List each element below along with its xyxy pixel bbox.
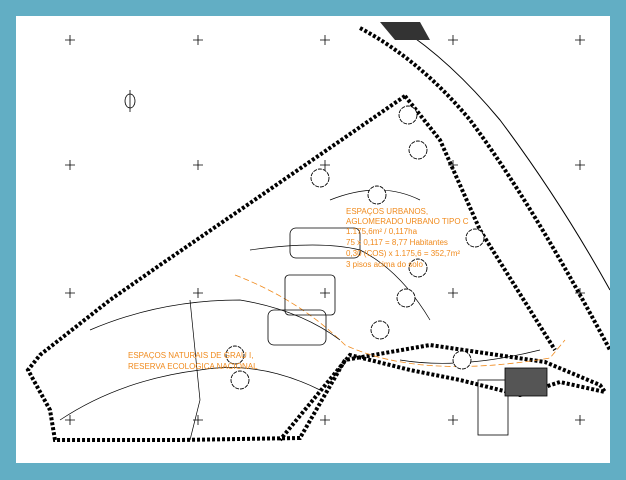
- grid-cross: [193, 35, 203, 45]
- tree-icon: [230, 370, 250, 390]
- north-arrow-icon: [124, 90, 136, 112]
- tree-icon: [408, 258, 428, 278]
- tree-icon: [398, 105, 418, 125]
- grid-cross: [448, 288, 458, 298]
- grid-cross: [193, 288, 203, 298]
- grid-cross: [65, 288, 75, 298]
- urban-label-line: ESPAÇOS URBANOS,: [346, 207, 428, 216]
- grid-cross: [320, 288, 330, 298]
- site-plan: ESPAÇOS URBANOS, AGLOMERADO URBANO TIPO …: [25, 22, 610, 442]
- grid-cross: [575, 415, 585, 425]
- buildings: [267, 227, 548, 436]
- tree-icon: [310, 168, 330, 188]
- grid-cross: [65, 415, 75, 425]
- urban-label-line: 3 pisos acima do solo: [346, 260, 423, 269]
- tree-icon: [370, 320, 390, 340]
- grid-cross: [320, 160, 330, 170]
- tree-icon: [465, 228, 485, 248]
- grid-cross: [320, 415, 330, 425]
- grid-cross: [575, 160, 585, 170]
- urban-label-line: 75 x 0,117 = 8,77 Habitantes: [346, 238, 448, 247]
- drawing-sheet: ESPAÇOS URBANOS, AGLOMERADO URBANO TIPO …: [16, 16, 610, 463]
- natural-label-line: RESERVA ECOLOGICA NACIONAL: [128, 362, 258, 371]
- grid-cross: [193, 415, 203, 425]
- road: [359, 22, 610, 351]
- grid-cross: [575, 35, 585, 45]
- urban-label-line: AGLOMERADO URBANO TIPO C: [346, 217, 469, 226]
- urban-zone-line: [234, 274, 566, 367]
- tree-icon: [367, 185, 387, 205]
- grid-cross: [193, 160, 203, 170]
- urban-label: ESPAÇOS URBANOS, AGLOMERADO URBANO TIPO …: [346, 207, 469, 269]
- grid-cross: [448, 415, 458, 425]
- natural-label: ESPAÇOS NATURAIS DE GRAU I, RESERVA ECOL…: [128, 351, 258, 371]
- urban-label-line: 1.175,6m² / 0,117ha: [346, 227, 418, 236]
- tree-icon: [452, 350, 472, 370]
- grid-cross: [448, 35, 458, 45]
- grid-cross: [320, 35, 330, 45]
- tree-icon: [408, 140, 428, 160]
- tree-icon: [225, 345, 245, 365]
- plot-boundary: [25, 94, 610, 442]
- natural-label-line: ESPAÇOS NATURAIS DE GRAU I,: [128, 351, 254, 360]
- tree-icon: [396, 288, 416, 308]
- urban-label-line: 0,30 (COS) x 1.175,6 = 352,7m²: [346, 249, 460, 258]
- grid-cross: [65, 35, 75, 45]
- grid-cross: [65, 160, 75, 170]
- trees: [225, 105, 485, 390]
